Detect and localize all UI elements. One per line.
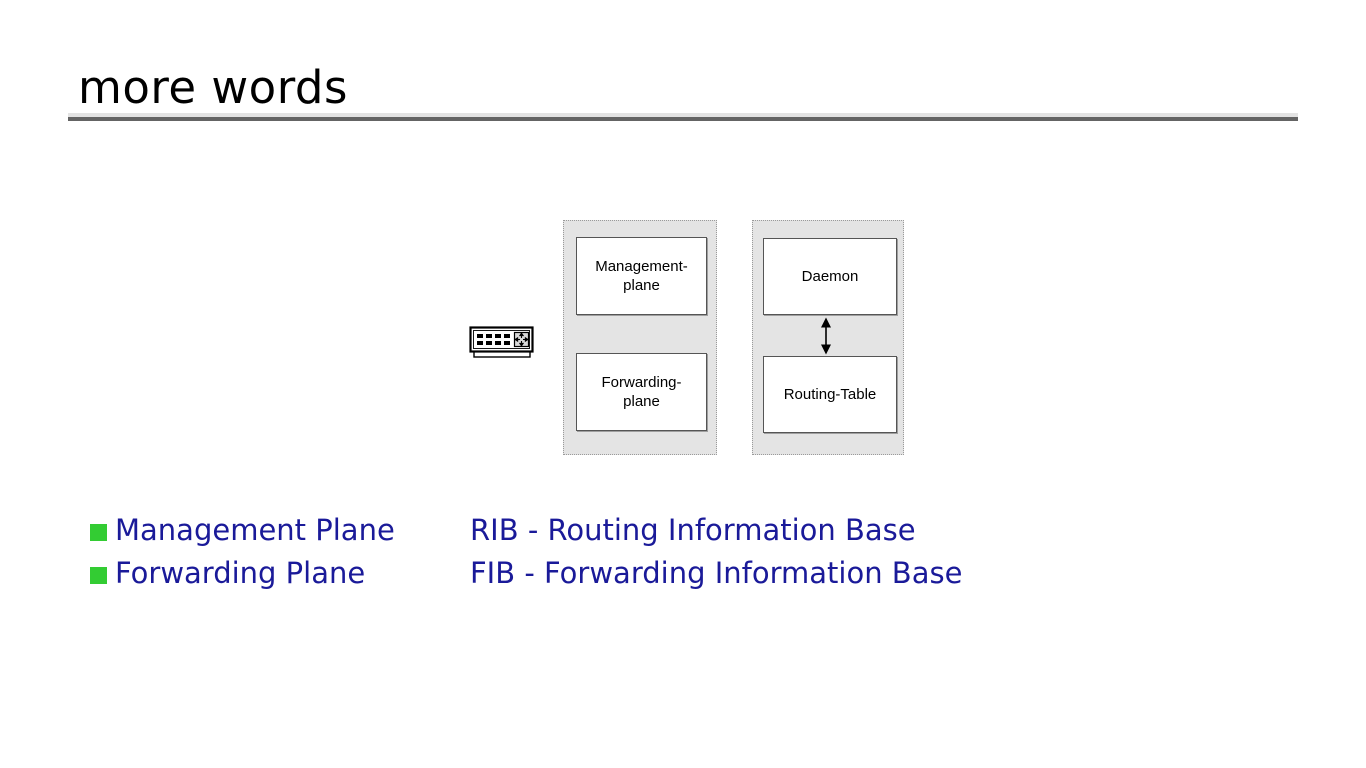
bullet-label-management-plane: Management Plane	[115, 512, 395, 547]
forwarding-plane-box[interactable]: Forwarding-plane	[576, 353, 707, 431]
page-title: more words	[78, 61, 348, 114]
planes-group-container: Management-plane Forwarding-plane	[563, 220, 717, 455]
bullet-label-forwarding-plane: Forwarding Plane	[115, 555, 366, 590]
title-divider-shadow	[68, 117, 1298, 121]
square-bullet-icon	[90, 567, 107, 584]
bullet-expansion-fib: FIB - Forwarding Information Base	[470, 555, 963, 590]
network-switch-icon	[468, 324, 536, 360]
list-item[interactable]: Forwarding Plane FIB - Forwarding Inform…	[90, 551, 1090, 594]
routing-table-box[interactable]: Routing-Table	[763, 356, 897, 433]
list-item[interactable]: Management Plane RIB - Routing Informati…	[90, 508, 1090, 551]
daemon-label: Daemon	[801, 268, 859, 285]
management-plane-label: Management-plane	[595, 258, 688, 294]
management-plane-box[interactable]: Management-plane	[576, 237, 707, 315]
daemon-box[interactable]: Daemon	[763, 238, 897, 315]
routing-table-label: Routing-Table	[783, 386, 877, 403]
bullet-expansion-rib: RIB - Routing Information Base	[470, 512, 916, 547]
title-divider-highlight	[68, 113, 1298, 117]
forwarding-plane-label: Forwarding-plane	[601, 374, 682, 410]
bullet-list: Management Plane RIB - Routing Informati…	[90, 508, 1090, 594]
control-group-container: Daemon Routing-Table	[752, 220, 904, 455]
title-divider	[68, 113, 1298, 121]
daemon-routing-double-arrow-icon	[819, 317, 833, 355]
square-bullet-icon	[90, 524, 107, 541]
